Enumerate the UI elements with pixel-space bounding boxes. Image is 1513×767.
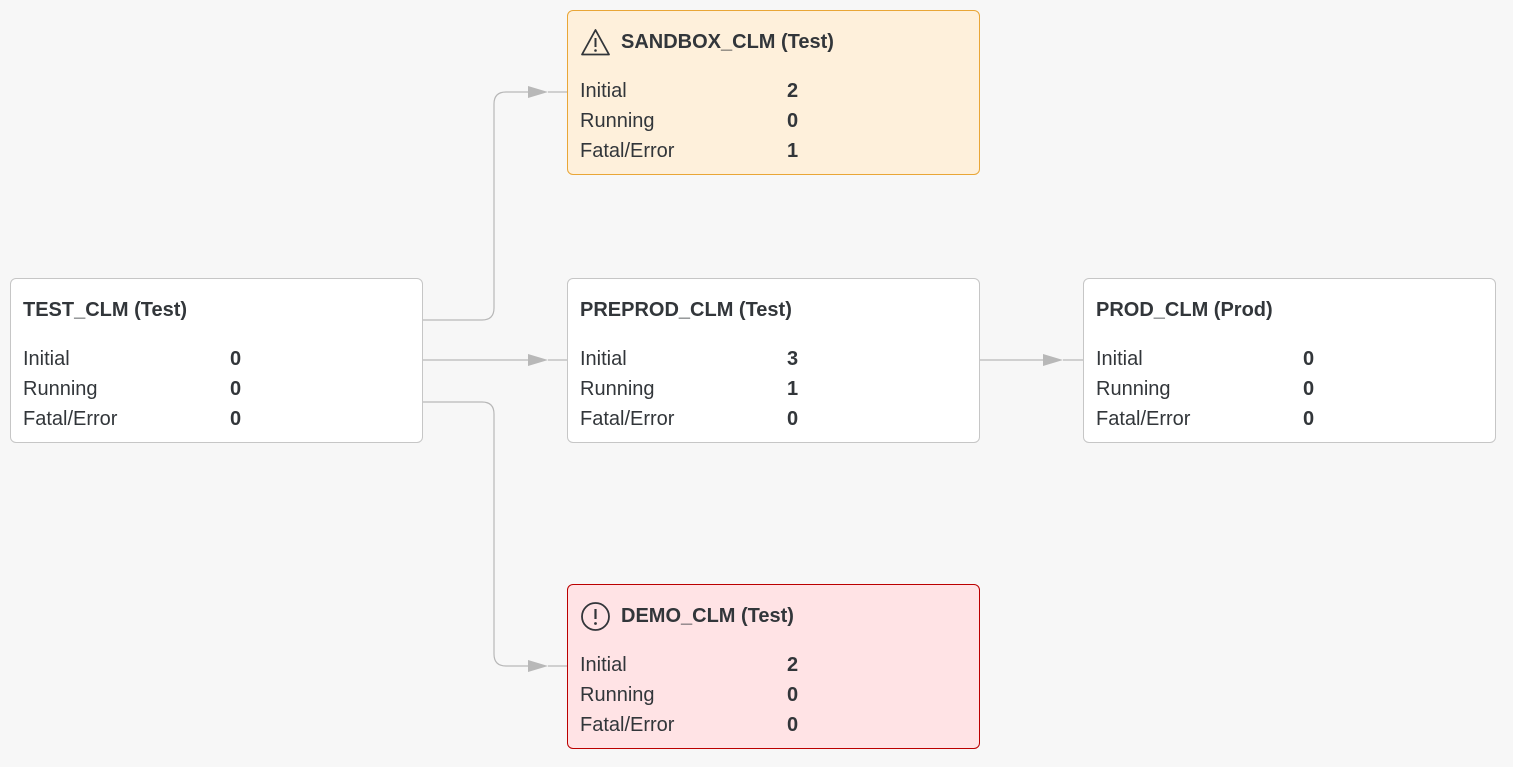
arrowhead-sandbox	[528, 86, 548, 98]
node-test[interactable]: TEST_CLM (Test) Initial 0 Running 0 Fata…	[10, 278, 423, 443]
node-stats: Initial 0 Running 0 Fatal/Error 0	[1096, 344, 1476, 434]
stat-label: Running	[23, 378, 98, 400]
stat-row-running: Running 1	[580, 374, 960, 404]
node-stats: Initial 3 Running 1 Fatal/Error 0	[580, 344, 960, 434]
node-title: SANDBOX_CLM (Test)	[621, 30, 834, 53]
stat-label: Fatal/Error	[580, 714, 675, 736]
stat-row-fatal-error: Fatal/Error 0	[580, 710, 960, 740]
node-stats: Initial 2 Running 0 Fatal/Error 0	[580, 650, 960, 740]
node-title: TEST_CLM (Test)	[23, 298, 188, 321]
node-title: DEMO_CLM (Test)	[621, 604, 794, 627]
stat-label: Running	[1096, 378, 1171, 400]
node-title: PROD_CLM (Prod)	[1096, 298, 1273, 321]
stat-value: 0	[787, 684, 799, 706]
stat-row-initial: Initial 3	[580, 344, 960, 374]
stat-row-fatal-error: Fatal/Error 0	[1096, 404, 1476, 434]
node-header: SANDBOX_CLM (Test)	[580, 28, 834, 56]
stat-value: 0	[787, 714, 799, 736]
stat-label: Fatal/Error	[580, 140, 675, 162]
stat-label: Initial	[580, 348, 627, 370]
stat-label: Initial	[580, 80, 627, 102]
node-title: PREPROD_CLM (Test)	[580, 298, 792, 321]
stat-label: Fatal/Error	[23, 408, 118, 430]
stat-row-fatal-error: Fatal/Error 0	[580, 404, 960, 434]
node-prod[interactable]: PROD_CLM (Prod) Initial 0 Running 0 Fata…	[1083, 278, 1496, 443]
stat-value: 0	[230, 348, 242, 370]
stat-label: Running	[580, 684, 655, 706]
arrowhead-demo	[528, 660, 548, 672]
stat-value: 0	[787, 408, 799, 430]
stat-value: 0	[787, 110, 799, 132]
node-sandbox[interactable]: SANDBOX_CLM (Test) Initial 2 Running 0 F…	[567, 10, 980, 175]
stat-label: Initial	[1096, 348, 1143, 370]
stat-label: Initial	[23, 348, 70, 370]
stat-value: 0	[230, 378, 242, 400]
connector-test-to-demo	[423, 401, 528, 667]
node-demo[interactable]: DEMO_CLM (Test) Initial 2 Running 0 Fata…	[567, 584, 980, 749]
stat-label: Fatal/Error	[1096, 408, 1191, 430]
connector-test-to-sandbox	[423, 91, 528, 321]
stat-value: 0	[1303, 378, 1315, 400]
node-header: PREPROD_CLM (Test)	[580, 296, 792, 324]
stat-value: 2	[787, 80, 799, 102]
stat-row-initial: Initial 0	[1096, 344, 1476, 374]
stat-label: Fatal/Error	[580, 408, 675, 430]
node-preprod[interactable]: PREPROD_CLM (Test) Initial 3 Running 1 F…	[567, 278, 980, 443]
error-circle-icon	[580, 601, 611, 632]
stat-row-fatal-error: Fatal/Error 0	[23, 404, 403, 434]
stat-row-running: Running 0	[580, 106, 960, 136]
stat-row-initial: Initial 2	[580, 650, 960, 680]
stat-value: 0	[230, 408, 242, 430]
stat-value: 0	[1303, 348, 1315, 370]
node-header: PROD_CLM (Prod)	[1096, 296, 1273, 324]
arrowhead-preprod	[528, 354, 548, 366]
stat-label: Running	[580, 110, 655, 132]
stat-row-fatal-error: Fatal/Error 1	[580, 136, 960, 166]
stat-row-running: Running 0	[580, 680, 960, 710]
stat-label: Initial	[580, 654, 627, 676]
node-stats: Initial 2 Running 0 Fatal/Error 1	[580, 76, 960, 166]
stat-value: 0	[1303, 408, 1315, 430]
arrowhead-prod	[1043, 354, 1063, 366]
stat-label: Running	[580, 378, 655, 400]
node-header: DEMO_CLM (Test)	[580, 601, 794, 632]
stat-row-running: Running 0	[23, 374, 403, 404]
stat-value: 3	[787, 348, 799, 370]
stat-row-initial: Initial 0	[23, 344, 403, 374]
node-header: TEST_CLM (Test)	[23, 296, 187, 324]
stat-row-running: Running 0	[1096, 374, 1476, 404]
warning-triangle-icon	[580, 27, 611, 58]
node-stats: Initial 0 Running 0 Fatal/Error 0	[23, 344, 403, 434]
stat-value: 1	[787, 378, 799, 400]
stat-value: 1	[787, 140, 799, 162]
stat-value: 2	[787, 654, 799, 676]
stat-row-initial: Initial 2	[580, 76, 960, 106]
